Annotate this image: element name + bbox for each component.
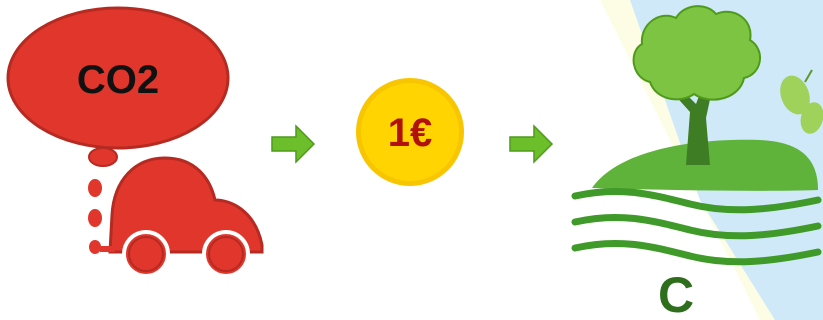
landscape-letter: C (658, 267, 694, 320)
hill-icon (592, 139, 818, 191)
butterfly-icon (780, 69, 823, 134)
coin-text: 1€ (388, 111, 433, 155)
euro-coin-icon: 1€ (356, 78, 464, 186)
tree-icon (632, 5, 761, 165)
exhaust-dots (88, 179, 102, 254)
cloud-text: CO2 (77, 58, 159, 102)
arrow-right-icon (509, 124, 554, 164)
arrow-right-icon (271, 124, 316, 164)
wave-lines-icon (571, 187, 822, 266)
car-icon (100, 156, 264, 278)
cloud-icon: CO2 (6, 6, 230, 167)
